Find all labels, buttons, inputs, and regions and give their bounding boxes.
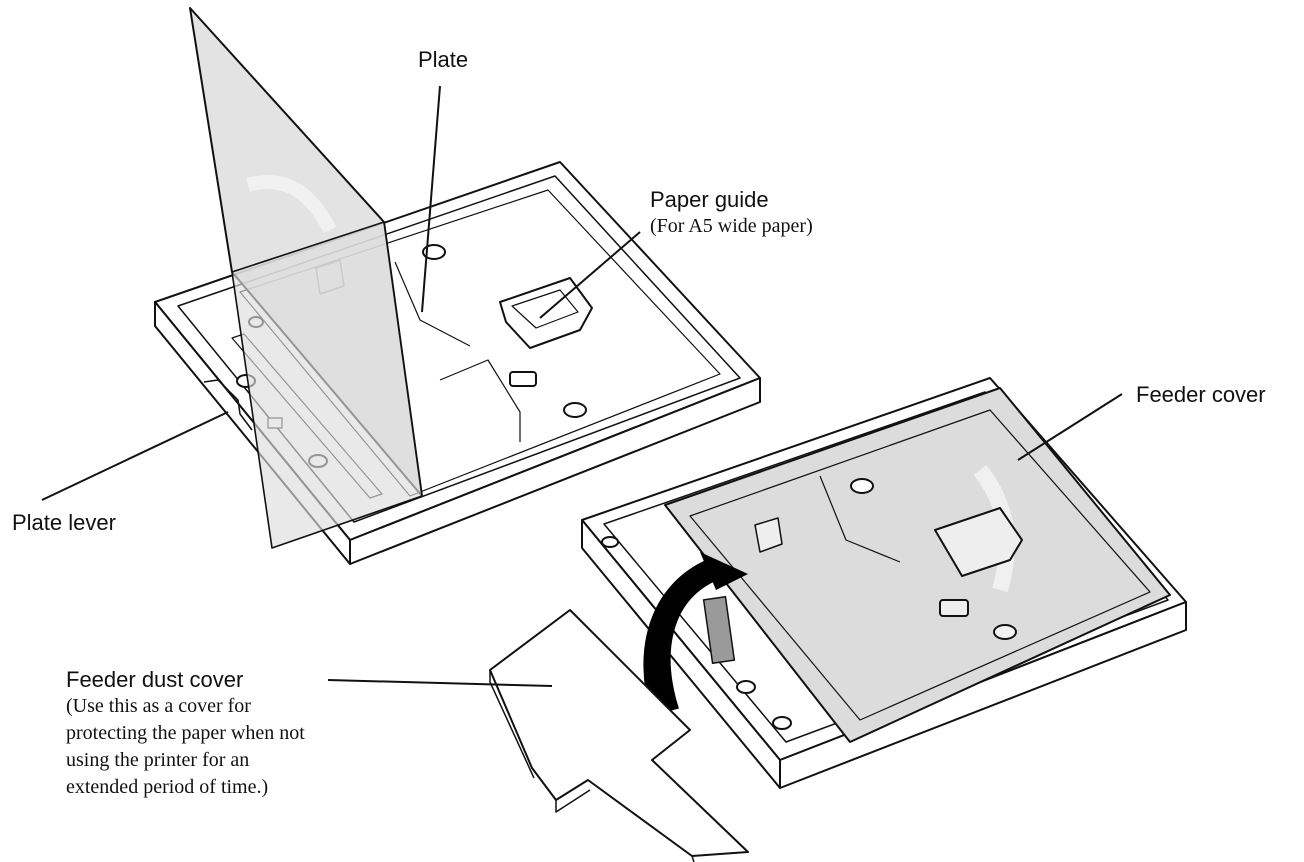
feeder-cover-panel (664, 387, 1171, 743)
label-feeder-dust-cover-note-3: using the printer for an (66, 749, 250, 771)
label-plate-lever: Plate lever (12, 510, 116, 535)
leader-paper-guide (539, 231, 641, 319)
label-plate: Plate (418, 47, 469, 72)
label-feeder-cover: Feeder cover (1136, 382, 1266, 407)
feeder-dust-cover-panel (489, 609, 749, 862)
leader-plate-lever (41, 411, 229, 501)
label-paper-guide-note: (For A5 wide paper) (650, 215, 813, 237)
label-feeder-dust-cover-title: Feeder dust cover (66, 667, 244, 692)
label-feeder-dust-cover-note-1: (Use this as a cover for (66, 695, 251, 717)
plate-panel (189, 7, 423, 549)
label-feeder-dust-cover-note-4: extended period of time.) (66, 776, 269, 798)
leader-feeder-dust-cover (327, 679, 553, 687)
curved-arrow (643, 552, 748, 716)
leader-feeder-cover (1017, 393, 1123, 461)
label-paper-guide: Paper guide (For A5 wide paper) (650, 187, 813, 240)
leader-plate (421, 85, 441, 313)
leader-lines (41, 85, 1123, 687)
label-feeder-dust-cover: Feeder dust cover (Use this as a cover f… (66, 667, 305, 801)
label-feeder-dust-cover-note-2: protecting the paper when not (66, 722, 305, 744)
label-paper-guide-title: Paper guide (650, 187, 769, 212)
